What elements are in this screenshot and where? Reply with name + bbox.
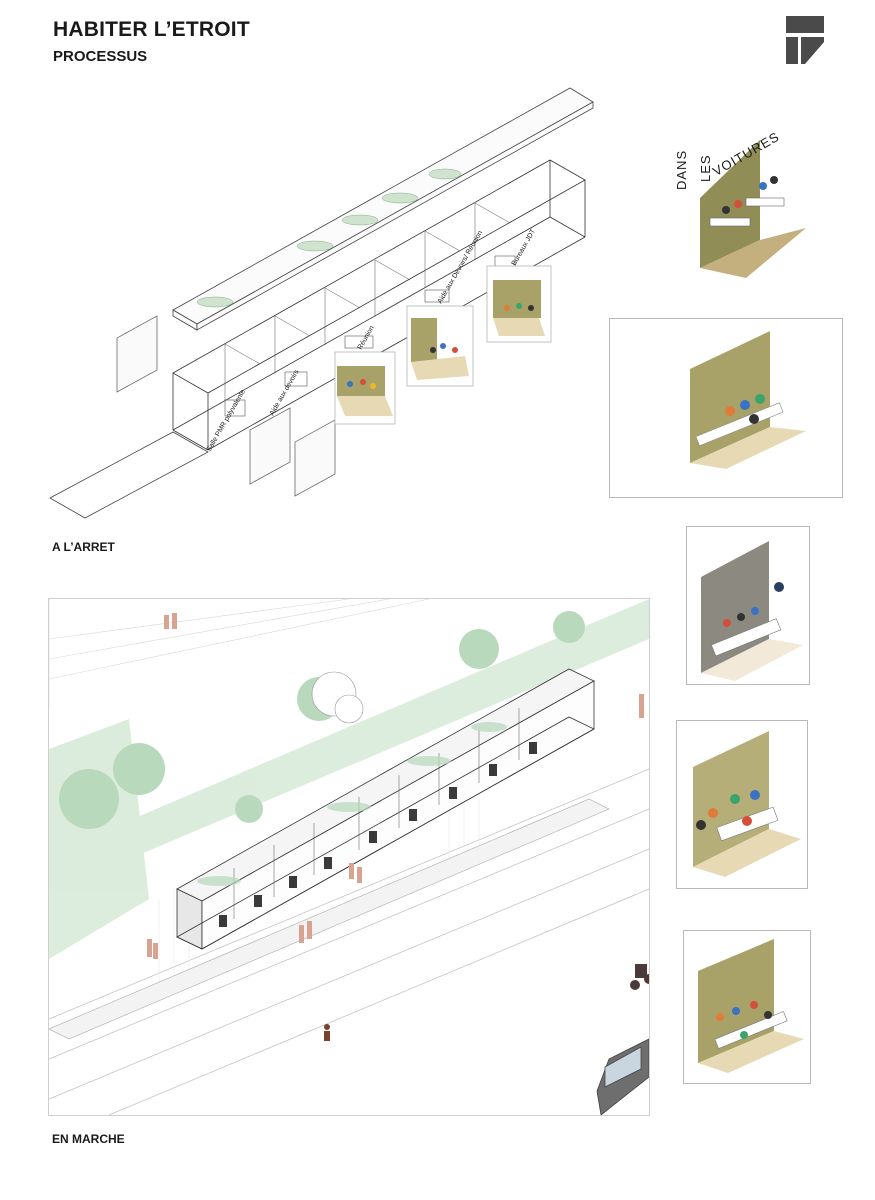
street-scene	[48, 598, 654, 1116]
vignette-meeting-1	[609, 318, 843, 498]
access-ramp	[49, 431, 209, 519]
roof-greenery	[197, 722, 507, 886]
room-label-salle-pmr: Salle PMR polyvalente	[206, 388, 247, 453]
section-label-moving: EN MARCHE	[52, 1132, 125, 1146]
vignette-meeting-3	[683, 930, 811, 1084]
frame-ribs	[224, 202, 511, 401]
wagon-frame	[172, 159, 586, 451]
exploded-axonometric: Salle PMR polyvalente Aide aux devoirs R…	[49, 87, 594, 519]
roof-panels	[172, 87, 594, 331]
vignette-workshop	[676, 720, 808, 889]
street-scene-frame	[48, 598, 654, 1116]
room-vignette-2	[406, 305, 474, 387]
street-lines	[48, 768, 650, 1116]
wagon-windows	[219, 742, 537, 927]
exploded-wall-panels	[116, 315, 336, 497]
platform	[48, 798, 610, 1040]
vignette-dans-les-voitures: DANS LES VOITURES	[668, 129, 818, 280]
vignette-meeting-2	[686, 526, 810, 685]
section-label-stopped: A L’ARRET	[52, 540, 115, 554]
scooter	[630, 964, 654, 990]
room-vignette-1	[334, 351, 396, 425]
runner	[324, 1024, 330, 1041]
room-label-aide-reunion: Aide aux Devoirs/ Réunion	[437, 230, 485, 305]
interior-furniture	[224, 255, 516, 417]
pedestrians	[147, 613, 644, 959]
voitures-word1: DANS	[674, 149, 689, 190]
page-subtitle: PROCESSUS	[53, 48, 148, 65]
background-buildings	[48, 598, 430, 709]
roof-vegetation	[196, 168, 462, 308]
page-title: HABITER L’ETROIT	[53, 18, 250, 41]
tree-outline	[311, 671, 364, 724]
room-label-bureaux: Bureaux JDT	[511, 227, 538, 267]
room-vignette-3	[486, 265, 552, 343]
tram	[596, 1038, 650, 1116]
logo-icon	[786, 16, 824, 64]
